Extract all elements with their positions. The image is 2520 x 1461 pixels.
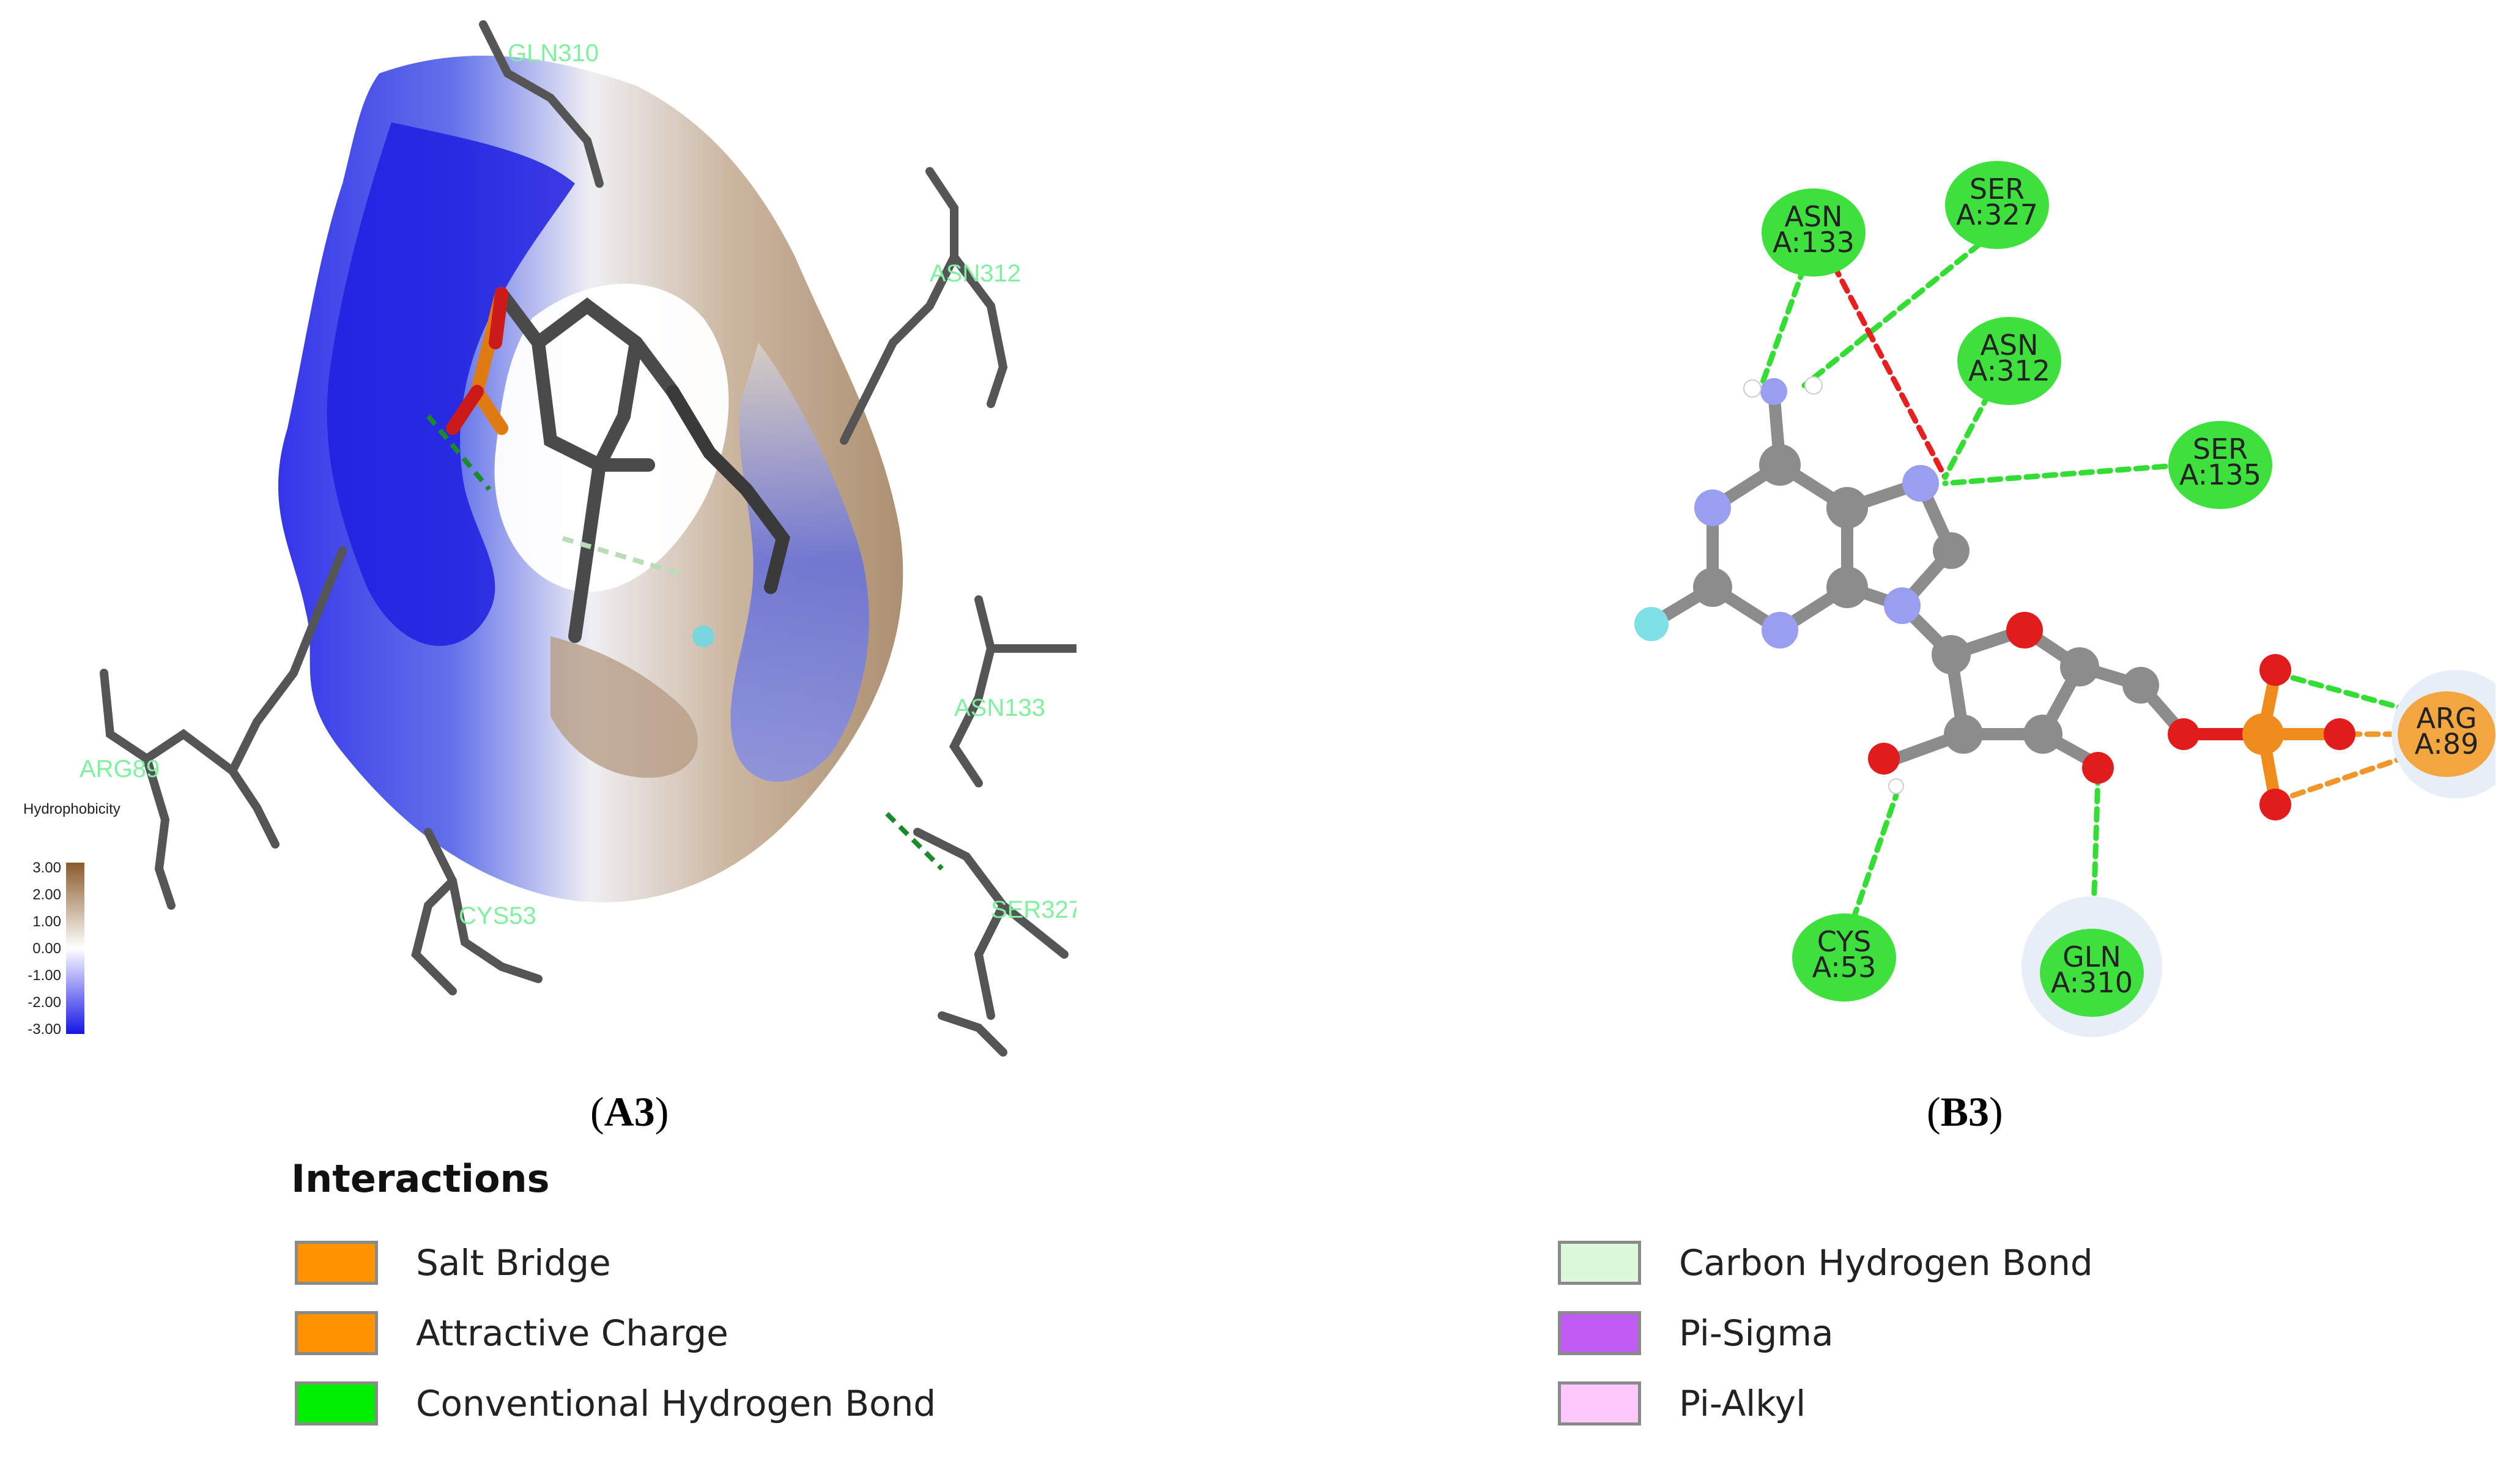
- scale-tick-label: 1.00: [32, 913, 61, 930]
- legend-title: Interactions: [291, 1156, 550, 1201]
- swatch-carbon-hydrogen-bond: [1558, 1241, 1641, 1285]
- swatch-salt-bridge: [295, 1241, 378, 1285]
- label-asn133: ASN133: [954, 694, 1045, 721]
- svg-text:ASN: ASN: [1784, 200, 1842, 233]
- caption-a3: (A3): [590, 1088, 669, 1135]
- svg-text:A:310: A:310: [2051, 966, 2133, 999]
- svg-text:A:135: A:135: [2179, 458, 2261, 491]
- svg-text:A:133: A:133: [1773, 226, 1855, 259]
- svg-text:SER: SER: [2193, 433, 2248, 466]
- legend-item-carbon-hydrogen-bond: Carbon Hydrogen Bond: [1551, 1236, 2285, 1291]
- svg-text:A:89: A:89: [2415, 727, 2479, 760]
- ligand-atoms: [1634, 376, 2355, 820]
- scale-tick-label: 2.00: [32, 887, 61, 903]
- scale-title: Hydrophobicity: [23, 801, 120, 817]
- svg-text:A:53: A:53: [1812, 951, 1877, 984]
- hydrogen-bond-dashes: [426, 414, 944, 871]
- scale-bar: [66, 863, 84, 1034]
- legend-item-conventional-hydrogen-bond: Conventional Hydrogen Bond: [287, 1377, 1021, 1432]
- residue-asn312: ASN A:312: [1957, 317, 2061, 405]
- svg-text:ASN: ASN: [1980, 329, 2038, 362]
- svg-text:A:327: A:327: [1956, 198, 2038, 231]
- scale-tick-label: -1.00: [28, 967, 61, 984]
- swatch-attractive-charge: [295, 1311, 378, 1355]
- legend-item-pi-alkyl: Pi-Alkyl: [1551, 1377, 2285, 1432]
- svg-text:GLN: GLN: [2062, 940, 2121, 973]
- label-ser327: SER327: [991, 896, 1077, 923]
- swatch-pi-alkyl: [1558, 1381, 1641, 1426]
- swatch-pi-sigma: [1558, 1311, 1641, 1355]
- residue-discs: ASN A:133 SER A:327 ASN A:312 SER A:135 …: [1762, 161, 2496, 1037]
- hydrophobicity-surface-panel: GLN310 ASN312 ASN133 SER327 CYS53 ARG89 …: [23, 20, 1077, 1057]
- residue-cys53: CYS A:53: [1792, 913, 1896, 1002]
- legend-item-salt-bridge: Salt Bridge: [287, 1236, 1021, 1291]
- label-cys53: CYS53: [459, 902, 536, 929]
- interactions-legend: Interactions Salt Bridge Attractive Char…: [287, 1156, 2489, 1450]
- residue-gln310: GLN A:310: [2040, 929, 2144, 1017]
- scale-tick-label: 0.00: [32, 940, 61, 957]
- svg-text:ARG: ARG: [2416, 702, 2477, 735]
- svg-text:A:312: A:312: [1968, 354, 2050, 387]
- svg-text:CYS: CYS: [1817, 925, 1872, 958]
- scale-tick-label: -3.00: [28, 1021, 61, 1038]
- scale-tick-label: 3.00: [32, 860, 61, 876]
- svg-text:SER: SER: [1970, 173, 2025, 206]
- residue-ser135: SER A:135: [2168, 421, 2272, 509]
- residue-asn133: ASN A:133: [1762, 188, 1866, 277]
- residue-ser327: SER A:327: [1945, 161, 2049, 249]
- residue-arg89: ARG A:89: [2398, 691, 2496, 777]
- residue-sticks: [100, 20, 1077, 1057]
- label-gln310: GLN310: [508, 40, 599, 67]
- label-asn312: ASN312: [930, 260, 1021, 287]
- caption-b3: (B3): [1927, 1088, 2003, 1135]
- legend-item-pi-sigma: Pi-Sigma: [1551, 1306, 2285, 1361]
- legend-item-attractive-charge: Attractive Charge: [287, 1306, 1021, 1361]
- label-arg89: ARG89: [80, 756, 160, 783]
- swatch-conventional-hydrogen-bond: [295, 1381, 378, 1426]
- ligand-sticks: [446, 287, 790, 647]
- interaction-diagram-panel: ASN A:133 SER A:327 ASN A:312 SER A:135 …: [1634, 161, 2496, 1037]
- hydrophobicity-scale: Hydrophobicity 3.00 2.00 1.00 0.00 -1.00 -2.0…: [23, 801, 120, 1038]
- scale-tick-label: -2.00: [28, 994, 61, 1011]
